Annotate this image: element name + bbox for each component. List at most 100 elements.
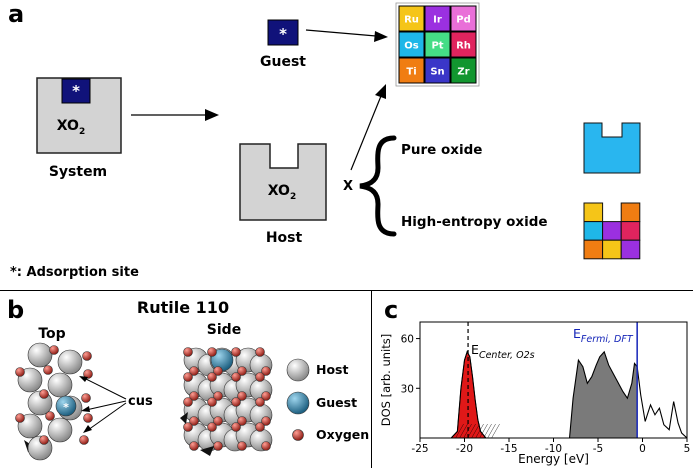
adsorption-site-note: *: Adsorption site — [10, 265, 139, 280]
element-symbol: Pt — [431, 41, 443, 52]
hatch-line — [487, 423, 496, 439]
arrow-host-to-grid — [350, 84, 386, 171]
cus-arrows — [83, 377, 127, 431]
hatch-line — [491, 423, 500, 439]
oxygen-atom — [183, 422, 193, 432]
panel-c-label: c — [384, 296, 398, 324]
element-cell-ti — [398, 57, 425, 84]
curly-brace — [359, 135, 397, 237]
top-guest-site-mark: * — [63, 401, 69, 414]
oxygen-atom — [213, 366, 223, 376]
element-symbol: Ti — [406, 67, 416, 78]
hatch-line — [479, 423, 488, 439]
oxygen-atom — [183, 372, 193, 382]
oxygen-atom — [231, 347, 241, 357]
host-formula: XO2 — [268, 183, 296, 202]
oxygen-atom — [261, 366, 271, 376]
oxygen-atom — [207, 372, 217, 382]
panel-b-label: b — [7, 296, 24, 324]
hea-cell — [620, 221, 641, 241]
oxygen-atom — [183, 347, 193, 357]
panel-a-label: a — [8, 0, 24, 28]
element-symbol: Ru — [404, 15, 419, 26]
element-cell-pd — [450, 5, 477, 32]
hea-cell — [602, 239, 622, 260]
element-cell-rh — [450, 31, 477, 58]
element-symbol: Zr — [457, 67, 469, 78]
legend-oxygen-label: Oxygen — [316, 427, 369, 442]
legend-host-label: Host — [316, 362, 348, 377]
valence-band-area — [569, 351, 638, 438]
arrow-system-to-host — [131, 109, 219, 121]
oxygen-atom — [15, 413, 25, 423]
oxygen-atom — [189, 416, 199, 426]
side-view-label: Side — [207, 322, 241, 338]
x-tick-label: -5 — [593, 443, 603, 455]
guest-atom — [55, 395, 77, 417]
hatch-line — [455, 423, 464, 439]
hea-oxide-icon — [583, 202, 641, 260]
oxygen-atom — [237, 366, 247, 376]
element-symbol: Sn — [430, 67, 444, 78]
oxygen-atom — [231, 397, 241, 407]
top-view-label: Top — [38, 326, 65, 342]
system-adsorption-site — [61, 78, 91, 104]
element-cell-ir — [424, 5, 451, 32]
system-block: * XO2 System — [36, 77, 122, 180]
panel-b: b Rutile 110 Top Side * cus HostGuestOxy… — [7, 296, 369, 461]
times-symbol: X — [343, 179, 353, 194]
x-tick-label: -15 — [500, 443, 517, 455]
host-caption: Host — [266, 230, 303, 246]
oxygen-atom — [213, 391, 223, 401]
x-tick-label: 5 — [684, 443, 691, 455]
panel-b-title: Rutile 110 — [137, 298, 229, 317]
guest-site — [267, 19, 299, 46]
hea-cell — [583, 221, 604, 241]
element-symbol: Ir — [433, 15, 442, 26]
guest-caption: Guest — [260, 54, 306, 70]
hea-cell — [583, 202, 604, 223]
oxygen-atom — [15, 367, 25, 377]
oxygen-atom — [189, 391, 199, 401]
element-cell-zr — [450, 57, 477, 84]
oxygen-atom — [231, 422, 241, 432]
oxygen-atom — [183, 397, 193, 407]
oxygen-atom — [255, 372, 265, 382]
side-shadow — [180, 412, 188, 424]
y-tick-label: 60 — [401, 334, 414, 346]
cus-label: cus — [128, 394, 153, 409]
guest-site-mark: * — [279, 25, 287, 43]
side-shadow — [200, 446, 214, 456]
hea-cell — [620, 239, 641, 260]
element-cell-os — [398, 31, 425, 58]
element-symbol: Os — [404, 41, 419, 52]
element-cell-pt — [424, 31, 451, 58]
oxygen-atom — [207, 422, 217, 432]
pure-oxide-label: Pure oxide — [401, 142, 482, 158]
system-formula: XO2 — [57, 118, 85, 137]
host-block: XO2 Host — [239, 143, 327, 246]
system-site-mark: * — [72, 82, 80, 100]
oxygen-atom — [79, 435, 89, 445]
oxygen-atom — [261, 416, 271, 426]
x-axis-label: Energy [eV] — [518, 452, 589, 466]
oxygen-atom — [43, 365, 53, 375]
element-cell-ru — [398, 5, 425, 32]
legend-host-marker — [286, 358, 310, 382]
oxygen-atom — [39, 435, 49, 445]
oxygen-atom — [231, 372, 241, 382]
oxygen-atom — [49, 345, 59, 355]
oxygen-atom — [81, 393, 91, 403]
dos-curve — [420, 350, 688, 439]
host-atom — [47, 417, 73, 443]
oxygen-atom — [83, 413, 93, 423]
pure-oxide-icon — [583, 122, 641, 174]
hea-cell — [620, 202, 641, 223]
legend-oxygen-marker — [292, 429, 304, 441]
oxygen-atom — [83, 369, 93, 379]
top-view-structure: * — [15, 342, 93, 461]
